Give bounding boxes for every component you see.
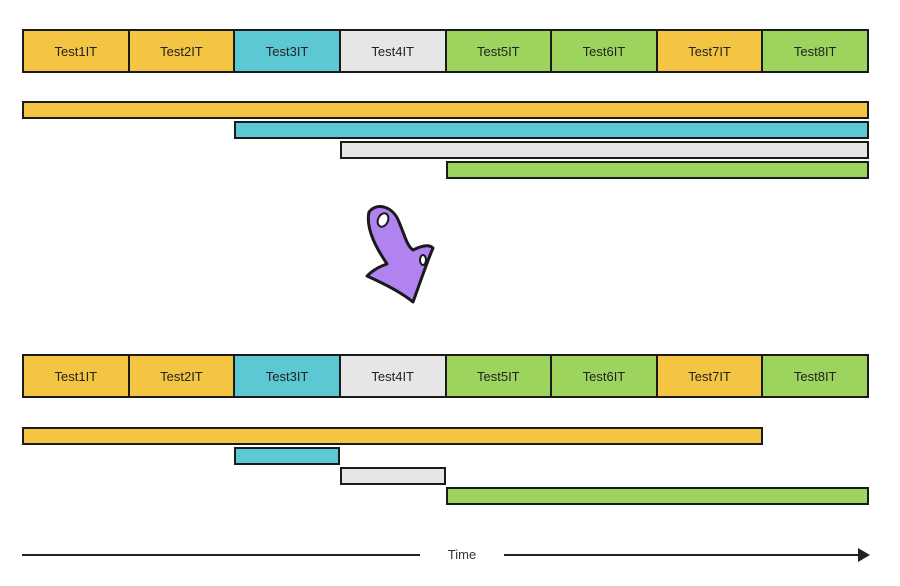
span-bar (445, 161, 869, 179)
test-cell-test2it: Test2IT (127, 354, 236, 398)
test-cell-test5it: Test5IT (444, 354, 553, 398)
test-cell-test2it: Test2IT (127, 29, 236, 73)
test-cell-test6it: Test6IT (550, 29, 658, 73)
span-bar (339, 467, 446, 485)
span-bar (339, 141, 869, 159)
test-cell-test6it: Test6IT (550, 354, 658, 398)
test-cell-test7it: Test7IT (655, 29, 764, 73)
test-cell-test8it: Test8IT (761, 29, 869, 73)
time-axis-line-right (504, 554, 860, 556)
time-arrow-head-icon (858, 548, 870, 562)
down-arrow-icon (365, 205, 435, 304)
test-cell-test4it: Test4IT (338, 29, 447, 73)
test-cell-test8it: Test8IT (761, 354, 869, 398)
span-bar (233, 447, 340, 465)
span-bar (22, 101, 869, 119)
span-bar (445, 487, 869, 505)
test-cell-test1it: Test1IT (22, 354, 130, 398)
test-cell-test4it: Test4IT (338, 354, 447, 398)
time-axis-label: Time (447, 547, 477, 562)
test-cell-test3it: Test3IT (233, 354, 341, 398)
time-axis: Time (22, 545, 872, 565)
test-cell-test5it: Test5IT (444, 29, 553, 73)
test-cell-test1it: Test1IT (22, 29, 130, 73)
span-bar (233, 121, 869, 139)
test-cell-test7it: Test7IT (655, 354, 764, 398)
test-cell-test3it: Test3IT (233, 29, 341, 73)
span-bar (22, 427, 764, 445)
time-axis-line-left (22, 554, 420, 556)
